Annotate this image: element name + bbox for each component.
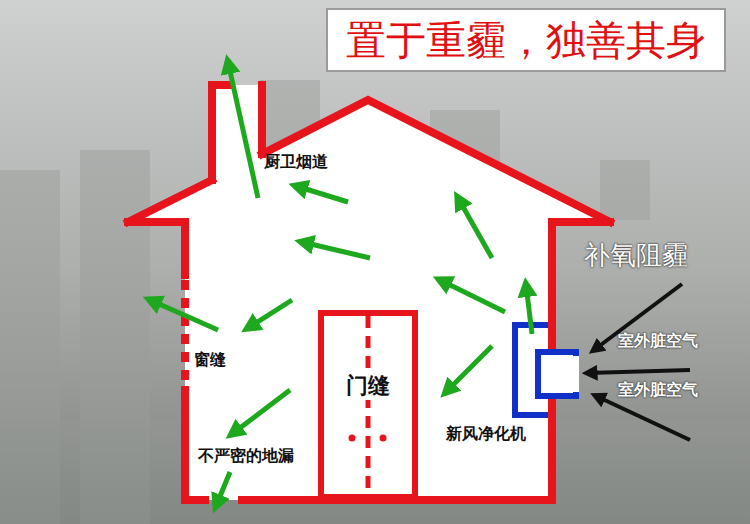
title-text: 置于重霾，独善其身 bbox=[346, 16, 706, 64]
house-outline bbox=[128, 85, 610, 500]
outdoor-air-label: 室外脏空气 bbox=[618, 380, 698, 399]
door-node: 门缝 bbox=[318, 310, 418, 500]
window-gap bbox=[181, 280, 189, 388]
title-box: 置于重霾，独善其身 bbox=[326, 8, 726, 72]
city-buildings bbox=[0, 80, 750, 524]
door-detail bbox=[324, 316, 412, 494]
outdoor-air-arrows bbox=[588, 284, 690, 440]
flue-label: 厨卫烟道 bbox=[264, 152, 328, 171]
indoor-airflow-arrows bbox=[150, 62, 532, 506]
house-fill bbox=[128, 100, 610, 500]
door-label: 门缝 bbox=[343, 372, 393, 400]
fresh-air-unit bbox=[515, 325, 579, 415]
slogan-label: 补氧阻霾 bbox=[584, 240, 688, 271]
floor-drain-label: 不严密的地漏 bbox=[198, 446, 294, 465]
window-gap-label: 窗缝 bbox=[194, 350, 226, 369]
unit-label: 新风净化机 bbox=[446, 424, 526, 443]
outdoor-air-label: 室外脏空气 bbox=[618, 331, 698, 350]
